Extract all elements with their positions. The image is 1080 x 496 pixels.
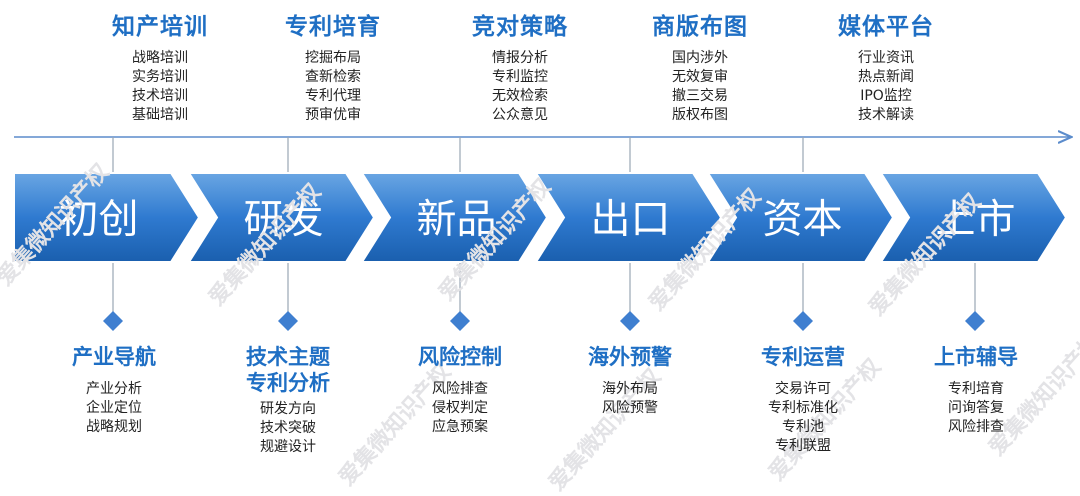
service-title: 商版布图: [652, 14, 748, 40]
service-item: 海外布局: [602, 381, 658, 397]
stage-chevron: [706, 172, 895, 263]
milestone-diamond: [450, 311, 470, 331]
service-item: 产业分析: [86, 381, 142, 397]
service-item: 热点新闻: [858, 69, 914, 85]
roadmap-graphic: 初创 研发 新品 出口 资本 上市: [13, 0, 1080, 331]
stage-label: 资本: [763, 197, 843, 243]
service-items: 海外布局风险预警: [535, 380, 725, 418]
service-item: 风险排查: [432, 381, 488, 397]
service-item: 专利标准化: [768, 400, 838, 416]
bottom-service-group: 上市辅导专利培育问询答复风险排查: [881, 344, 1071, 437]
service-item: 战略规划: [86, 419, 142, 435]
service-item: 问询答复: [948, 400, 1004, 416]
service-item: 国内涉外: [672, 50, 728, 66]
stage-chevron: [360, 172, 549, 263]
service-item: 技术培训: [132, 88, 188, 104]
stage-chevron: [13, 172, 201, 263]
service-item: 专利联盟: [775, 438, 831, 454]
service-item: 预审优审: [305, 107, 361, 123]
service-item: 专利监控: [492, 69, 548, 85]
service-item: 技术解读: [858, 107, 914, 123]
service-title: 知产培训: [112, 14, 208, 40]
bottom-service-group: 技术主题专利分析研发方向技术突破规避设计: [193, 344, 383, 457]
service-item: 公众意见: [492, 107, 548, 123]
service-title: 技术主题: [246, 345, 330, 369]
service-items: 风险排查侵权判定应急预案: [365, 380, 555, 437]
service-items: 专利培育问询答复风险排查: [881, 380, 1071, 437]
stage-label: 出口: [591, 197, 671, 243]
service-item: 专利培育: [948, 381, 1004, 397]
service-item: 研发方向: [260, 401, 316, 417]
service-items: 战略培训实务培训技术培训基础培训: [65, 49, 255, 125]
service-items: 行业资讯热点新闻 IPO监控技术解读: [791, 49, 981, 125]
service-item: 无效复审: [672, 69, 728, 85]
service-item: 查新检索: [305, 69, 361, 85]
milestone-diamond: [278, 311, 298, 331]
service-item: 企业定位: [86, 400, 142, 416]
stage-label: 初创: [59, 197, 139, 243]
service-item: 交易许可: [775, 381, 831, 397]
bottom-service-group: 海外预警海外布局风险预警: [535, 344, 725, 418]
milestone-diamond: [620, 311, 640, 331]
service-item: 挖掘布局: [305, 50, 361, 66]
bottom-service-group: 风险控制风险排查侵权判定应急预案: [365, 344, 555, 437]
service-item: 专利代理: [305, 88, 361, 104]
service-items: 情报分析专利监控无效检索公众意见: [425, 49, 615, 125]
service-title: 风险控制: [418, 345, 502, 369]
service-item: 战略培训: [132, 50, 188, 66]
service-item: 基础培训: [132, 107, 188, 123]
service-item: 行业资讯: [858, 50, 914, 66]
service-item: 版权布图: [672, 107, 728, 123]
service-items: 研发方向技术突破规避设计: [193, 400, 383, 457]
top-service-group: 专利培育挖掘布局查新检索专利代理预审优审: [238, 13, 428, 125]
service-title: 专利分析: [246, 371, 330, 395]
service-items: 交易许可专利标准化专利池专利联盟: [708, 380, 898, 456]
top-service-group: 媒体平台行业资讯热点新闻 IPO监控技术解读: [791, 13, 981, 125]
service-item: 应急预案: [432, 419, 488, 435]
service-title: 媒体平台: [838, 14, 934, 40]
service-items: 产业分析企业定位战略规划: [19, 380, 209, 437]
service-items: 国内涉外无效复审撤三交易版权布图: [605, 49, 795, 125]
service-item: IPO监控: [860, 88, 912, 104]
stage-chevron: [534, 172, 723, 263]
service-item: 风险预警: [602, 400, 658, 416]
service-item: 实务培训: [132, 69, 188, 85]
stage-label: 研发: [244, 197, 324, 243]
top-service-group: 商版布图国内涉外无效复审撤三交易版权布图: [605, 13, 795, 125]
stage-chevron: [187, 172, 376, 263]
service-item: 技术突破: [260, 420, 316, 436]
service-title: 海外预警: [588, 345, 672, 369]
milestone-diamond: [793, 311, 813, 331]
service-item: 专利池: [782, 419, 824, 435]
service-item: 撤三交易: [672, 88, 728, 104]
top-service-group: 竞对策略情报分析专利监控无效检索公众意见: [425, 13, 615, 125]
stage-chevron: [879, 172, 1068, 263]
service-title: 专利运营: [761, 345, 845, 369]
service-title: 上市辅导: [934, 345, 1018, 369]
stage-label: 上市: [936, 197, 1016, 243]
bottom-service-group: 产业导航产业分析企业定位战略规划: [19, 344, 209, 437]
service-items: 挖掘布局查新检索专利代理预审优审: [238, 49, 428, 125]
service-item: 情报分析: [492, 50, 548, 66]
milestone-diamond: [103, 311, 123, 331]
service-title: 产业导航: [72, 345, 156, 369]
top-service-group: 知产培训战略培训实务培训技术培训基础培训: [65, 13, 255, 125]
milestone-diamond: [965, 311, 985, 331]
service-item: 规避设计: [260, 439, 316, 455]
bottom-service-group: 专利运营交易许可专利标准化专利池专利联盟: [708, 344, 898, 456]
service-item: 无效检索: [492, 88, 548, 104]
service-item: 侵权判定: [432, 400, 488, 416]
stage-label: 新品: [417, 197, 497, 243]
service-title: 专利培育: [285, 14, 381, 40]
service-title: 竞对策略: [472, 14, 568, 40]
service-item: 风险排查: [948, 419, 1004, 435]
